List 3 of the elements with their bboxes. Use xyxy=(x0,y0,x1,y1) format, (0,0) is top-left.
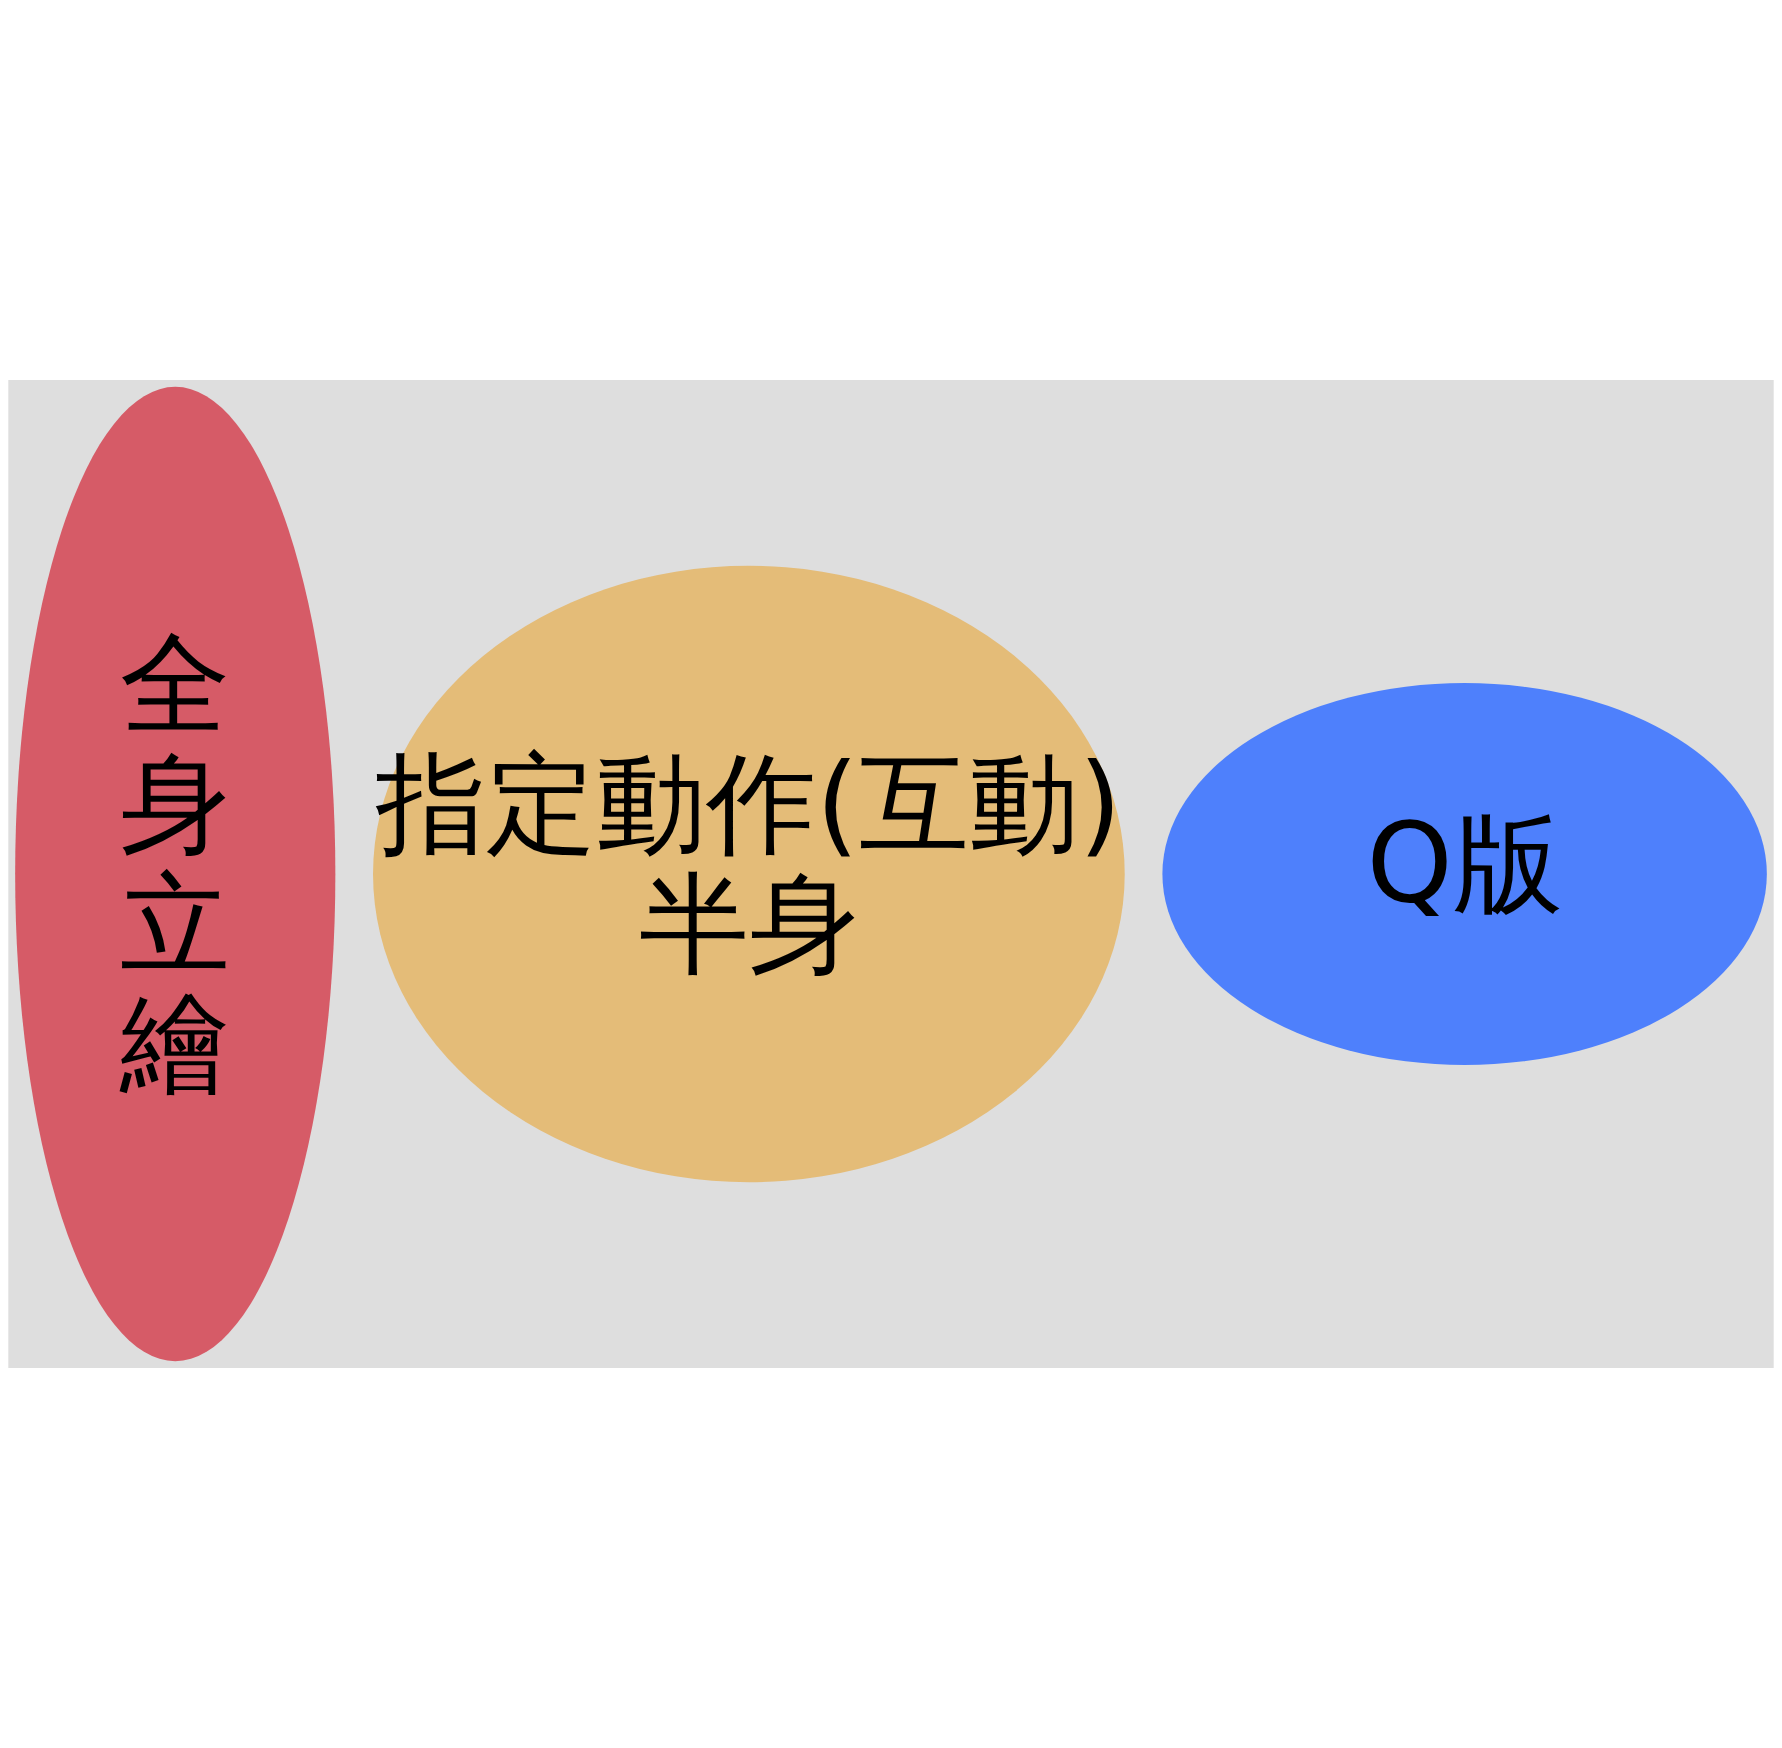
node-ellipse: Q版 xyxy=(1162,683,1767,1065)
node-ellipse: 全身立繪 xyxy=(15,386,336,1362)
node-ellipse: 指定動作(互動) 半身 xyxy=(373,565,1125,1183)
